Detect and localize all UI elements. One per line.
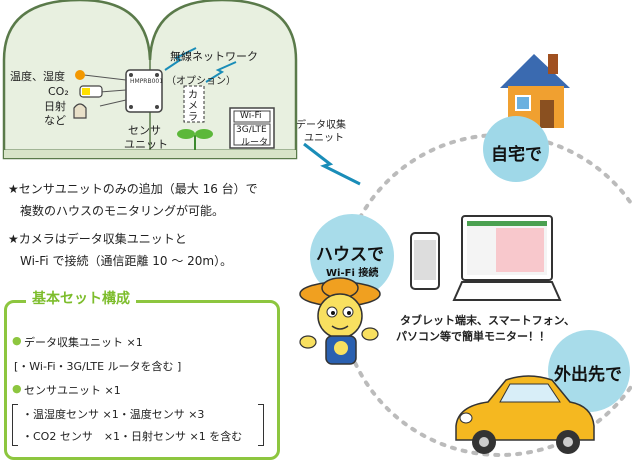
home-bubble-label: 自宅で	[491, 145, 542, 165]
camera-option-label: （オプション）	[166, 76, 236, 87]
basic-kit-box	[4, 300, 280, 460]
kit-line-sensors-1: ・温湿度センサ ×1・温度センサ ×3	[22, 408, 205, 421]
kit-line-data-unit: データ収集ユニット ×1	[24, 336, 143, 349]
bullet-icon: ●	[12, 334, 22, 347]
house-bubble-label: ハウスで	[316, 245, 384, 265]
laptop-icon	[452, 215, 562, 301]
wireless-network-label: 無線ネットワーク	[170, 50, 258, 63]
kit-line-router: [・Wi-Fi・3G/LTE ルータを含む ]	[14, 360, 182, 373]
router-lte-label-line1: 3G/LTE	[236, 125, 267, 135]
kit-line-sensors-2: ・CO2 センサ ×1・日射センサ ×1 を含む	[22, 430, 243, 443]
monitor-caption-line1: タブレット端末、スマートフォン、	[400, 314, 576, 327]
data-unit-label-line2: ユニット	[304, 133, 344, 144]
kit-line-sensor-unit: センサユニット ×1	[24, 384, 121, 397]
camera-label: カメラ	[188, 90, 198, 123]
monitor-caption-line2: パソコン等で簡単モニター！！	[396, 330, 550, 343]
bullet-icon: ●	[12, 382, 22, 395]
note-line-1: ★センサユニットのみの追加（最大 16 台）で	[8, 182, 258, 196]
car-icon	[455, 375, 595, 454]
sensor-label-co2: CO₂	[48, 85, 69, 98]
smartphone-icon	[410, 232, 440, 290]
basic-kit-title: 基本セット構成	[26, 288, 136, 308]
router-lte-label-line2: ルータ	[241, 138, 269, 148]
router-wifi-label: Wi-Fi	[240, 111, 262, 121]
sensor-unit-label-line2: ユニット	[124, 138, 168, 151]
data-unit-label-line1: データ収集	[296, 120, 346, 131]
note-line-2: 複数のハウスのモニタリングが可能。	[20, 204, 225, 218]
house-bubble-sublabel: Wi-Fi 接続	[326, 268, 379, 279]
note-line-4: Wi-Fi で接続（通信距離 10 ～ 20m）。	[20, 254, 233, 268]
home-bubble	[483, 116, 549, 182]
greenhouse-illustration	[2, 0, 298, 160]
outside-bubble-label: 外出先で	[554, 365, 622, 385]
note-line-3: ★カメラはデータ収集ユニットと	[8, 232, 187, 246]
bracket-right	[258, 404, 264, 446]
connection-circle	[338, 133, 632, 457]
wireless-signal-icon	[303, 142, 361, 186]
sensor-label-temp-humidity: 温度、湿度	[10, 70, 65, 83]
mascot-character	[299, 277, 381, 365]
sensor-unit-device-text: HMPRB001	[130, 78, 164, 85]
sensor-unit-label-line1: センサ	[128, 124, 161, 137]
bracket-left	[12, 404, 18, 446]
sensor-label-solar: 日射 など	[44, 100, 66, 127]
